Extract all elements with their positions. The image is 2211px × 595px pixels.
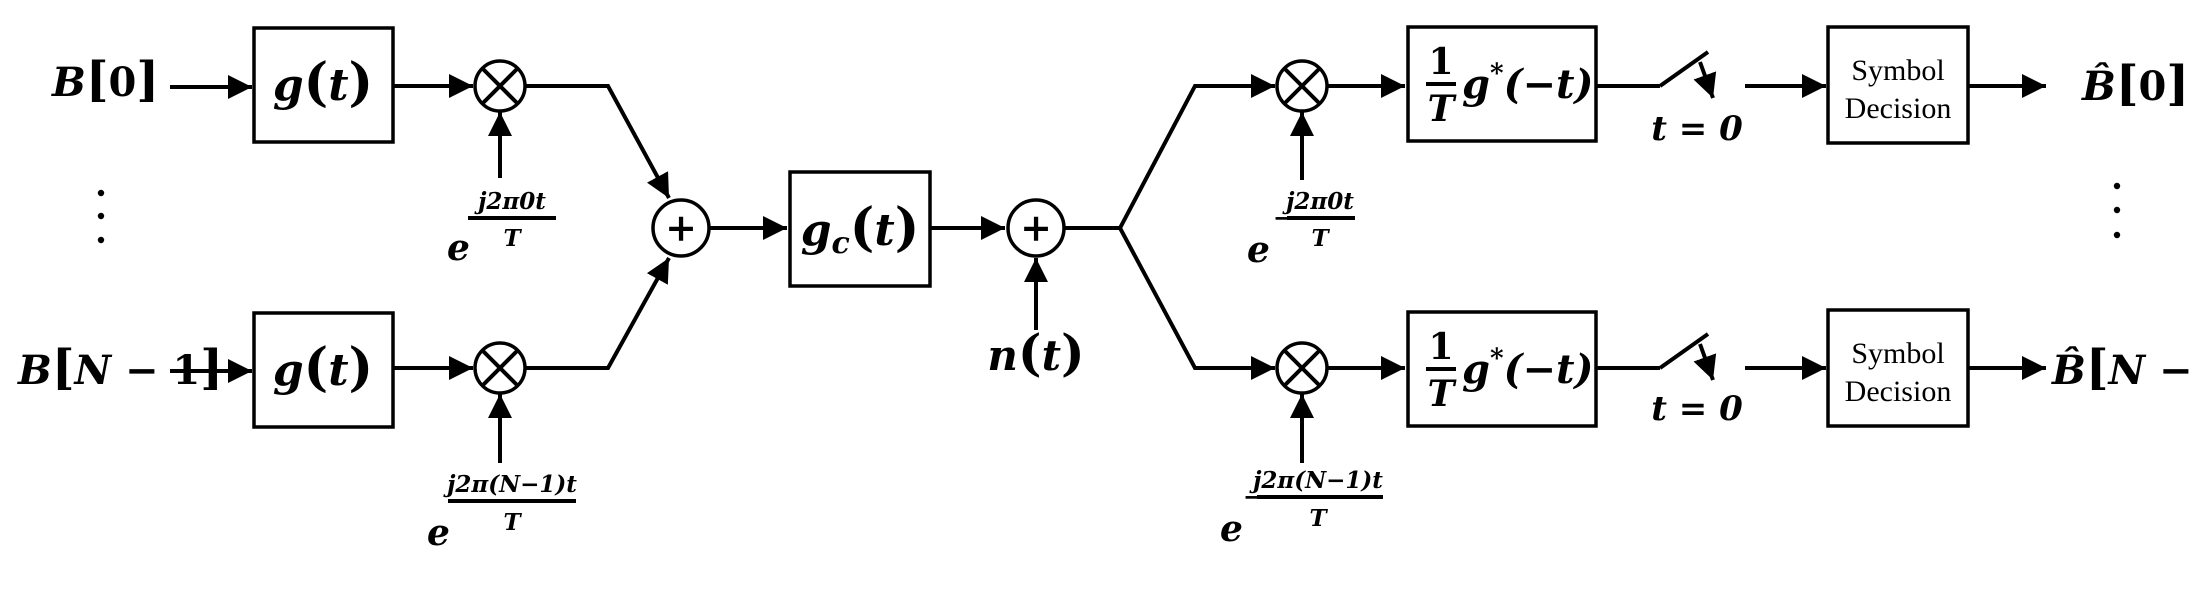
noise-label: n(t) [987,323,1084,382]
modulator-top-label: e j2π0t T [447,188,556,269]
svg-text:T: T [503,225,522,252]
svg-text:n(t): n(t) [987,323,1084,382]
symbol-decision-bottom: Symbol Decision [1826,308,1970,428]
svg-text:B[N − 1]: B[N − 1] [17,340,223,396]
output-b0-index: 0 [2139,63,2167,110]
input-bN-1-index: N [73,347,113,394]
svg-text:+: + [665,205,697,250]
modulator-bottom-label: e j2π(N−1)t T [427,471,577,554]
svg-text:e: e [1247,229,1270,271]
sampler-bottom-label: t = 0 [1651,389,1743,429]
svg-text:T: T [1311,225,1330,252]
tx-mixer-top [473,59,527,113]
sampler-top-label: t = 0 [1651,109,1743,149]
rx-mixer-top [1275,59,1329,113]
svg-text:−: − [1273,203,1293,232]
svg-text:gc(t): gc(t) [801,197,920,261]
svg-text:1: 1 [1428,326,1453,368]
svg-text:+: + [1020,205,1052,250]
svg-text:−: − [1243,482,1263,511]
svg-text:j2π0t: j2π0t [474,188,546,215]
matched-filter-top: 1 T g*(−t) [1406,25,1598,143]
svg-text:j2π(N−1)t: j2π(N−1)t [1249,467,1383,494]
output-b0-hat: B̂[0] [2081,56,2189,112]
tx-filter-top: g(t) [252,26,395,144]
channel-filter: gc(t) [788,170,932,288]
svg-text:e: e [447,227,470,269]
matched-filter-bottom: 1 T g*(−t) [1406,310,1598,428]
tx-filter-bottom: g(t) [252,311,395,429]
input-ellipsis [97,189,105,244]
output-ellipsis [2113,182,2121,239]
arrow-split-top [1064,74,1275,230]
svg-text:B[0]: B[0] [51,52,159,108]
arrow-mixer-top-to-adder [525,84,671,199]
svg-text:B̂[0]: B̂[0] [2081,56,2189,112]
svg-text:g*(−t): g*(−t) [1462,344,1593,393]
input-b0-index: 0 [109,59,137,106]
svg-text:T: T [1428,373,1457,415]
svg-text:1: 1 [1428,41,1453,83]
noise-adder: + [1006,198,1066,258]
svg-text:T: T [503,509,522,536]
rx-mixer-bottom [1275,341,1329,395]
svg-text:Decision: Decision [1845,92,1952,125]
input-b0-symbol: B [51,59,86,106]
input-b0: B[0] [51,52,159,108]
demodulator-bottom-label: e − j2π(N−1)t T [1220,467,1383,550]
svg-text:g*(−t): g*(−t) [1462,59,1593,108]
output-bN-1-index-suffix: − 1 [2145,347,2211,394]
svg-text:T: T [1309,505,1328,532]
output-b0-symbol: B̂ [2081,63,2116,110]
svg-text:g(t): g(t) [273,52,373,113]
svg-text:j2π0t: j2π0t [1282,188,1354,215]
demodulator-top-label: e − j2π0t T [1247,188,1355,271]
tx-mixer-bottom [473,341,527,395]
input-bN-1-symbol: B [17,347,52,394]
svg-text:j2π(N−1)t: j2π(N−1)t [443,471,577,498]
svg-text:Symbol: Symbol [1851,54,1944,87]
output-bN-1-index: N [2107,347,2147,394]
svg-text:Decision: Decision [1845,375,1952,408]
output-bN-1-hat: B̂[N − 1] [2051,340,2211,396]
svg-text:T: T [1428,88,1457,130]
sampler-top: t = 0 [1596,50,1743,149]
arrow-split-bottom [1118,227,1275,380]
sampler-bottom: t = 0 [1596,332,1743,429]
symbol-decision-top: Symbol Decision [1826,25,1970,145]
svg-text:B̂[N − 1]: B̂[N − 1] [2051,340,2211,396]
tx-adder: + [651,198,711,258]
arrow-mixer-bottom-to-adder [525,257,671,370]
output-bN-1-symbol: B̂ [2051,347,2086,394]
svg-text:e: e [427,512,450,554]
svg-text:Symbol: Symbol [1851,337,1944,370]
svg-text:e: e [1220,508,1243,550]
svg-text:g(t): g(t) [273,337,373,398]
input-bN-1: B[N − 1] [17,340,223,396]
